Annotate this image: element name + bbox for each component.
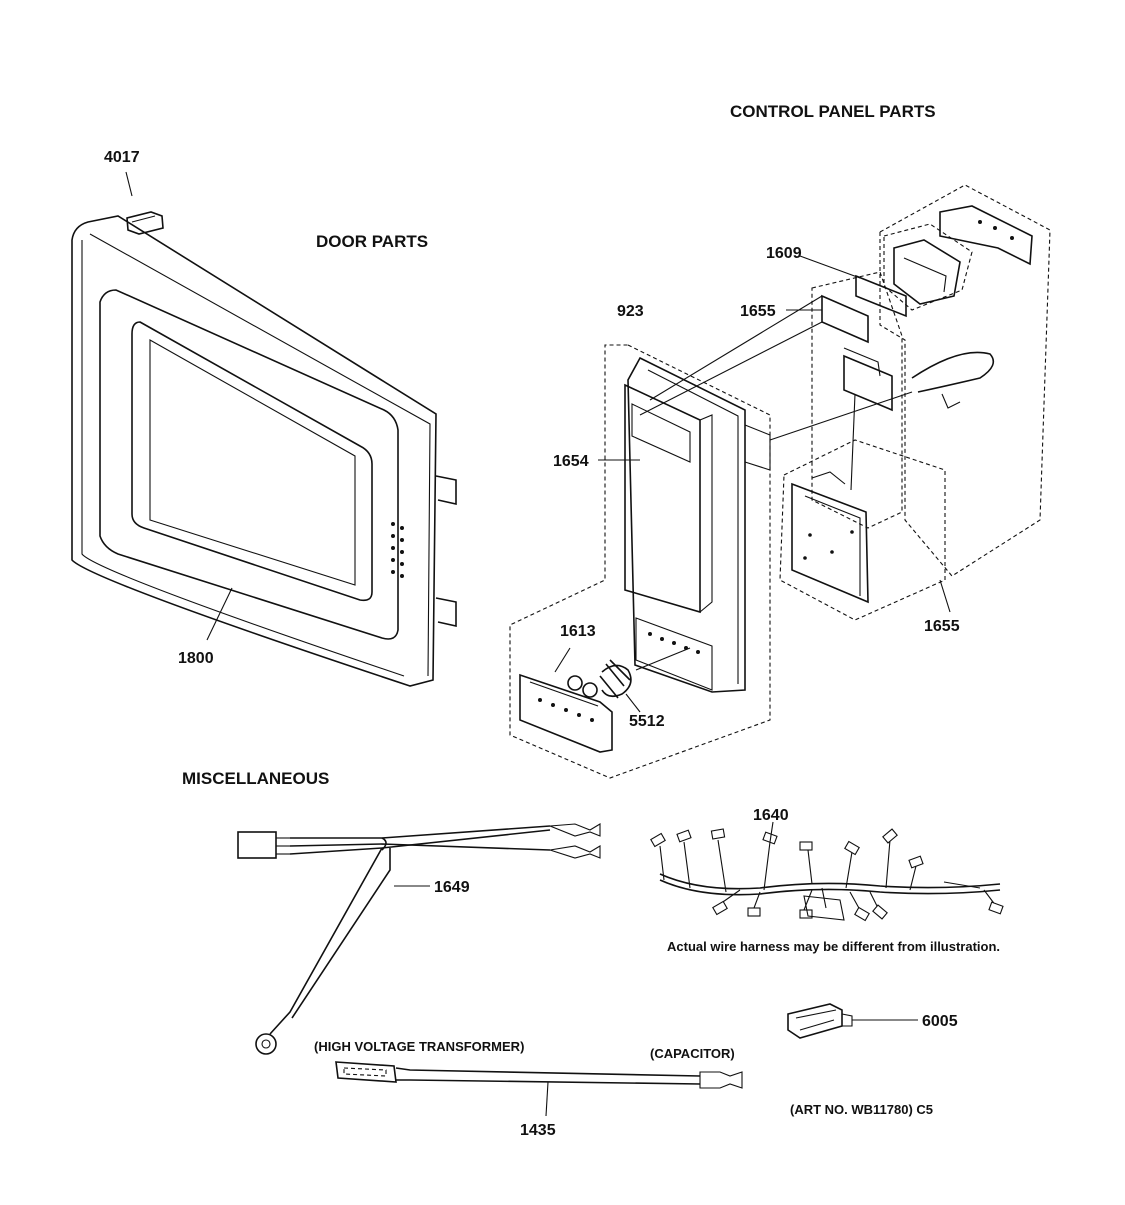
door-latch-clip-4017 <box>126 211 164 235</box>
label-1655-top: 1655 <box>740 303 776 320</box>
relay-assembly <box>893 239 961 305</box>
control-panel-drawing <box>509 184 1051 779</box>
part-1609-drawing <box>855 274 907 318</box>
dashed-group-1655-top <box>811 271 903 529</box>
leader-1640 <box>769 821 774 843</box>
leader-5512 <box>625 693 641 713</box>
door-upper-hook <box>435 475 457 505</box>
door-vent-holes <box>391 522 404 578</box>
label-1609: 1609 <box>766 245 802 262</box>
miscellaneous-heading: MISCELLANEOUS <box>182 769 329 788</box>
button-panel-1613 <box>519 673 613 753</box>
leader-1435 <box>545 1081 549 1117</box>
hv-wire-1435 <box>335 1061 743 1117</box>
part-6005-drawing <box>787 1003 918 1039</box>
label-1649: 1649 <box>434 879 470 896</box>
door-frame <box>71 215 437 687</box>
dashed-group-1655-bottom <box>779 439 946 621</box>
label-6005: 6005 <box>922 1013 958 1030</box>
capacitor-terminal <box>699 1071 743 1089</box>
wire-harness-1640 <box>650 821 1004 922</box>
leader-1655-bottom <box>939 579 951 613</box>
art-number: (ART NO. WB11780) C5 <box>790 1102 933 1117</box>
door-assembly-drawing <box>71 171 457 687</box>
dashed-group-bracket <box>879 184 1051 577</box>
wire-connector-1649 <box>237 831 277 859</box>
ring-terminal-1649 <box>255 1033 277 1055</box>
ribbon-cable <box>911 351 995 393</box>
leader-1613 <box>554 647 571 673</box>
display-board-1655 <box>821 294 869 344</box>
door-window-glass <box>131 321 373 602</box>
control-board-1655 <box>791 482 869 604</box>
wire-assembly-1649 <box>237 823 601 1055</box>
door-lower-hook <box>435 597 457 627</box>
control-panel-housing <box>627 356 746 693</box>
hv-wire-connector <box>335 1061 397 1083</box>
capacitor-label: (CAPACITOR) <box>650 1046 735 1061</box>
label-4017: 4017 <box>104 149 140 166</box>
label-1640: 1640 <box>753 807 789 824</box>
spring-5512 <box>599 659 632 699</box>
dashed-group-923 <box>509 344 771 779</box>
label-1435: 1435 <box>520 1122 556 1139</box>
bracket-plate <box>939 205 1033 266</box>
label-1613: 1613 <box>560 623 596 640</box>
door-window-frame <box>99 289 399 640</box>
label-5512: 5512 <box>629 713 665 730</box>
leader-4017 <box>125 171 133 197</box>
label-923: 923 <box>617 303 644 320</box>
leader-1800 <box>206 587 233 641</box>
control-panel-parts-heading: CONTROL PANEL PARTS <box>730 102 936 121</box>
leader-1609 <box>799 255 861 279</box>
label-1654: 1654 <box>553 453 589 470</box>
label-1800: 1800 <box>178 650 214 667</box>
label-1655-bottom: 1655 <box>924 618 960 635</box>
display-module <box>843 354 893 412</box>
hv-transformer-label: (HIGH VOLTAGE TRANSFORMER) <box>314 1039 524 1054</box>
harness-disclaimer: Actual wire harness may be different fro… <box>667 939 1000 954</box>
door-parts-heading: DOOR PARTS <box>316 232 428 251</box>
